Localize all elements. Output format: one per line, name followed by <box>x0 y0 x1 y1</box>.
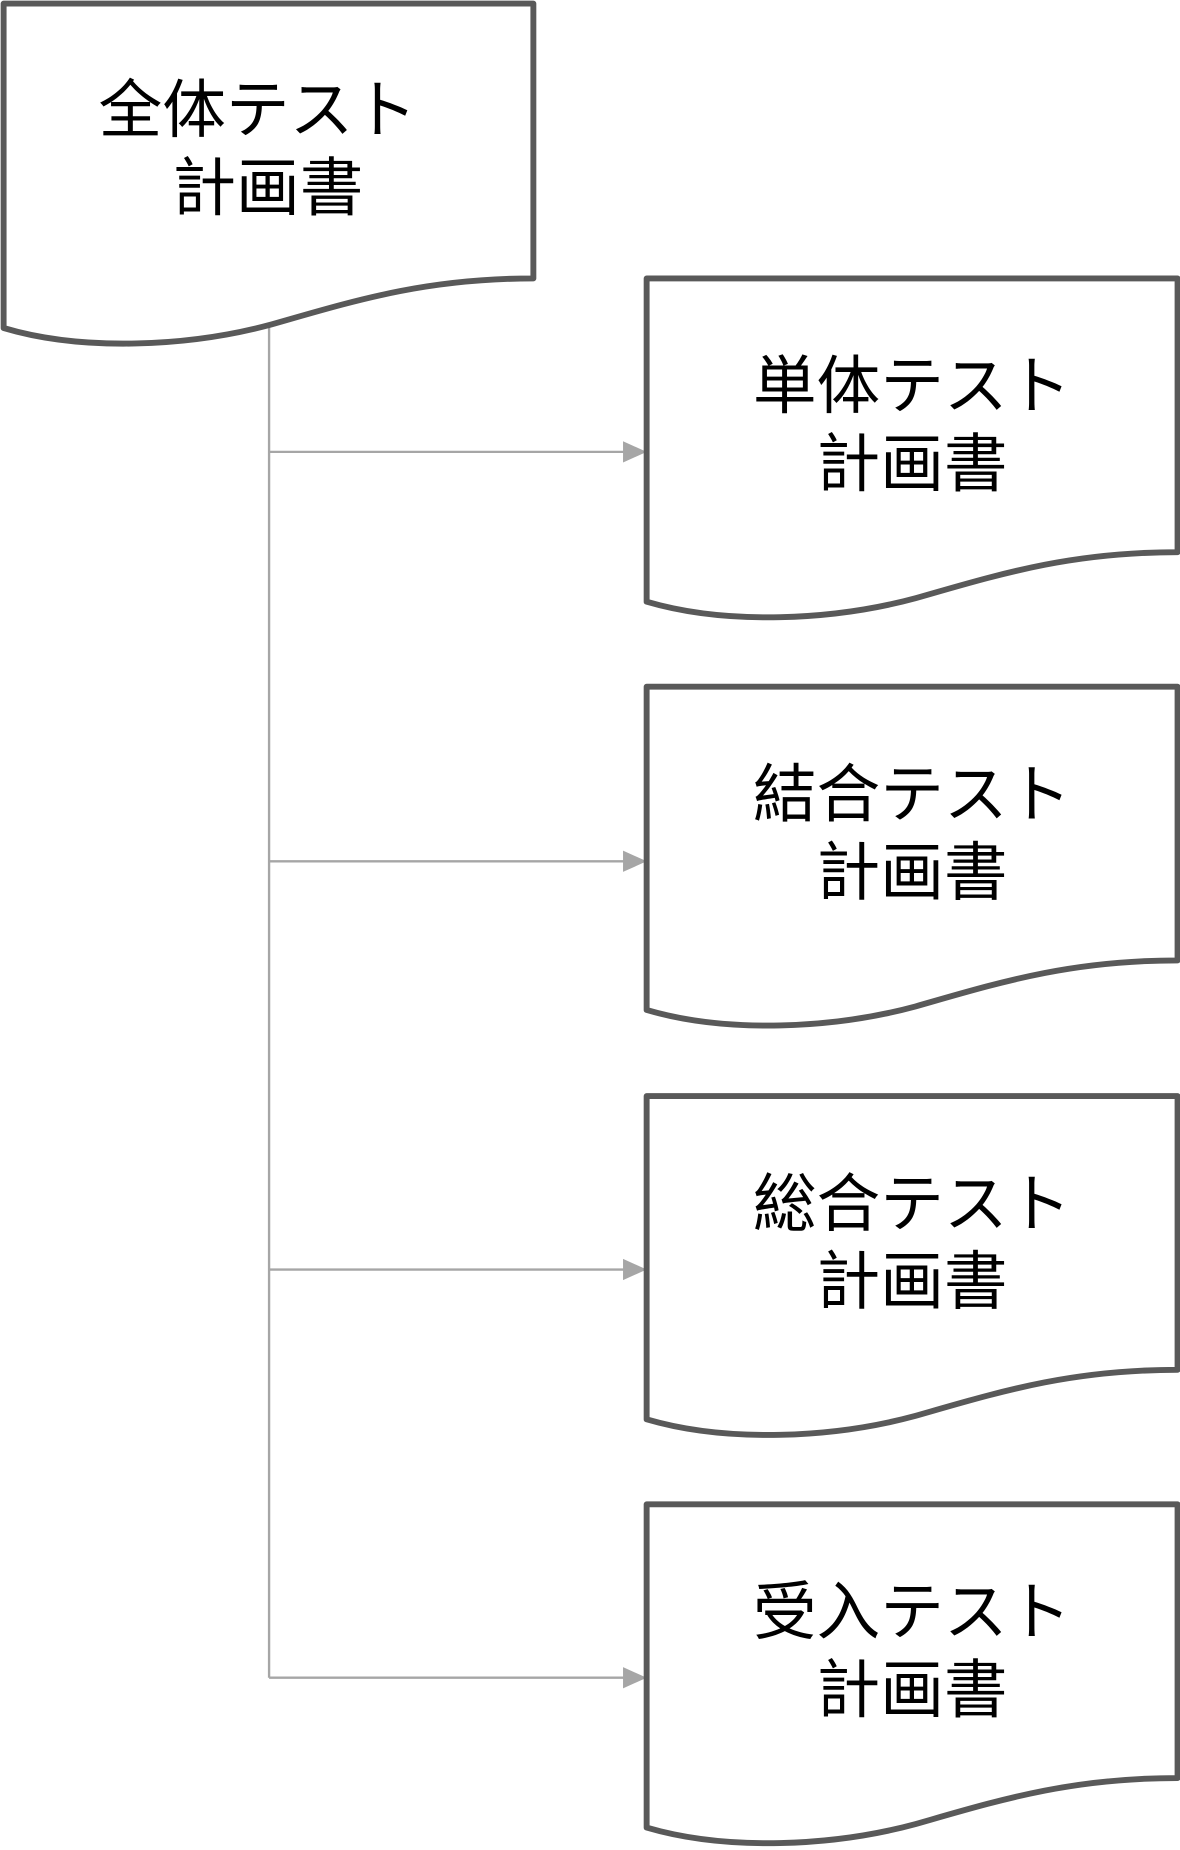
connectors <box>267 324 647 1689</box>
node-label-line1: 結合テスト <box>753 758 1072 832</box>
node-label: 受入テスト計画書 <box>753 1576 1072 1728</box>
node-label-line2: 計画書 <box>817 1246 1008 1320</box>
root-document-node: 全体テスト 計画書 <box>0 0 537 347</box>
node-label-line1: 受入テスト <box>753 1576 1072 1650</box>
node-label-line2: 計画書 <box>817 836 1008 910</box>
document-shape <box>643 1501 1180 1847</box>
document-shape <box>643 275 1180 621</box>
document-shape <box>643 683 1180 1029</box>
node-label: 単体テスト計画書 <box>753 350 1072 502</box>
child-document-node: 単体テスト計画書 <box>643 275 1180 621</box>
arrowhead-icon <box>623 850 647 872</box>
node-label-line1: 全体テスト <box>99 74 418 148</box>
arrowhead-icon <box>623 441 647 463</box>
document-shape <box>0 0 537 347</box>
node-label-line2: 計画書 <box>172 152 363 226</box>
node-label: 結合テスト計画書 <box>753 758 1072 910</box>
node-label: 全体テスト 計画書 <box>99 74 438 226</box>
child-document-node: 受入テスト計画書 <box>643 1501 1180 1847</box>
arrowhead-icon <box>623 1258 647 1281</box>
document-shape <box>643 1093 1180 1438</box>
child-document-node: 結合テスト計画書 <box>643 683 1180 1029</box>
node-label-line1: 単体テスト <box>753 350 1072 424</box>
child-document-node: 総合テスト計画書 <box>643 1093 1180 1438</box>
node-label-line2: 計画書 <box>817 428 1008 502</box>
node-label: 総合テスト計画書 <box>753 1168 1072 1320</box>
node-label-line2: 計画書 <box>817 1654 1008 1728</box>
node-label-line1: 総合テスト <box>753 1168 1072 1242</box>
arrowhead-icon <box>623 1667 647 1689</box>
